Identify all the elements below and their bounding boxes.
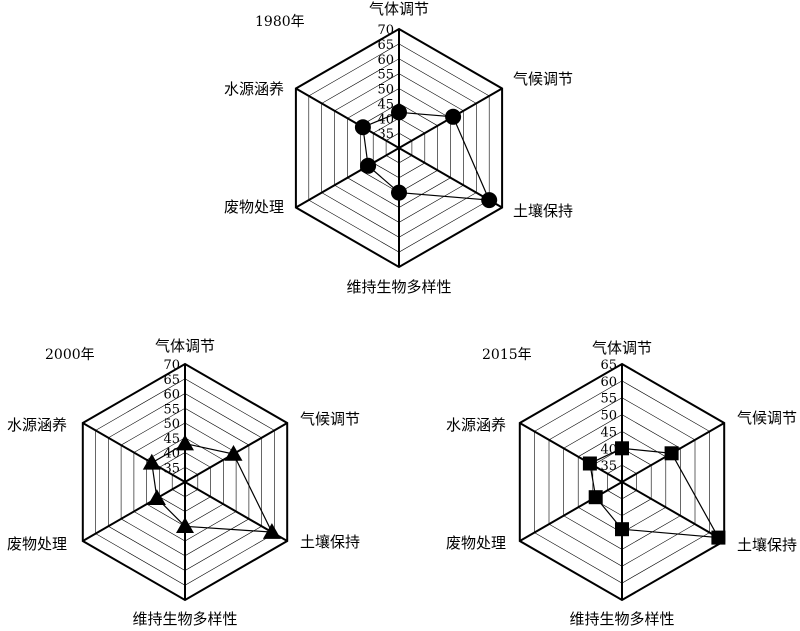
radar-spoke bbox=[295, 147, 400, 209]
axis-label-climate-regulation: 气候调节 bbox=[300, 410, 360, 428]
data-point-circle bbox=[445, 108, 462, 125]
data-point-triangle bbox=[224, 445, 243, 461]
axis-label-biodiversity: 维持生物多样性 bbox=[569, 610, 674, 628]
axis-label-water-conservation: 水源涵养 bbox=[7, 416, 67, 434]
radar-spoke bbox=[82, 481, 186, 542]
axis-label-soil-conservation: 土壤保持 bbox=[300, 533, 360, 551]
axis-label-biodiversity: 维持生物多样性 bbox=[346, 278, 451, 296]
radar-spoke bbox=[519, 422, 623, 483]
tick-label: 55 bbox=[377, 68, 394, 83]
axis-label-waste-treatment: 废物处理 bbox=[224, 198, 284, 216]
tick-label: 60 bbox=[600, 375, 617, 390]
tick-label: 35 bbox=[377, 127, 394, 142]
tick-label: 65 bbox=[377, 38, 394, 53]
tick-label: 45 bbox=[377, 97, 394, 112]
axis-label-waste-treatment: 废物处理 bbox=[7, 535, 67, 553]
data-point-square bbox=[615, 441, 629, 456]
chart-title-1980: 1980年 bbox=[255, 14, 305, 30]
data-point-triangle bbox=[262, 523, 281, 539]
data-point-circle bbox=[481, 192, 498, 209]
data-point-triangle bbox=[147, 489, 166, 505]
axis-label-gas-regulation: 气体调节 bbox=[369, 0, 429, 18]
axis-label-water-conservation: 水源涵养 bbox=[224, 80, 284, 98]
radar-spoke bbox=[82, 422, 186, 483]
axis-label-waste-treatment: 废物处理 bbox=[446, 534, 506, 552]
data-point-circle bbox=[360, 157, 377, 174]
tick-label: 70 bbox=[377, 23, 394, 38]
tick-label: 50 bbox=[600, 409, 617, 424]
tick-label: 50 bbox=[377, 83, 394, 98]
data-point-square bbox=[615, 522, 629, 537]
chart-title-2000: 2000年 bbox=[45, 347, 95, 363]
axis-label-soil-conservation: 土壤保持 bbox=[513, 202, 573, 220]
axis-label-climate-regulation: 气候调节 bbox=[737, 409, 797, 427]
axis-label-water-conservation: 水源涵养 bbox=[446, 416, 506, 434]
tick-label: 40 bbox=[600, 442, 617, 457]
data-point-circle bbox=[391, 184, 407, 201]
tick-label: 55 bbox=[163, 402, 180, 417]
tick-label: 55 bbox=[600, 392, 617, 407]
tick-label: 45 bbox=[600, 425, 617, 440]
tick-label: 45 bbox=[163, 432, 180, 447]
tick-label: 60 bbox=[163, 388, 180, 403]
tick-label: 35 bbox=[600, 459, 617, 474]
tick-label: 70 bbox=[163, 358, 180, 373]
radar-spoke bbox=[519, 481, 623, 542]
data-point-square bbox=[582, 456, 597, 471]
data-point-circle bbox=[354, 119, 371, 136]
data-point-triangle bbox=[142, 453, 161, 470]
tick-label: 40 bbox=[163, 447, 180, 462]
data-point-circle bbox=[391, 104, 407, 121]
tick-label: 65 bbox=[163, 373, 180, 388]
axis-label-gas-regulation: 气体调节 bbox=[155, 337, 215, 355]
data-point-square bbox=[664, 446, 679, 461]
axis-label-gas-regulation: 气体调节 bbox=[592, 339, 652, 357]
axis-label-soil-conservation: 土壤保持 bbox=[737, 536, 797, 554]
data-point-triangle bbox=[176, 517, 194, 533]
data-point-square bbox=[588, 490, 603, 505]
data-point-triangle bbox=[176, 434, 194, 451]
radar-spoke bbox=[621, 481, 725, 542]
axis-label-biodiversity: 维持生物多样性 bbox=[132, 610, 237, 628]
chart-title-2015: 2015年 bbox=[482, 347, 532, 363]
radar-spoke bbox=[295, 87, 400, 149]
tick-label: 60 bbox=[377, 53, 394, 68]
tick-label: 65 bbox=[600, 358, 617, 373]
axis-label-climate-regulation: 气候调节 bbox=[513, 70, 573, 88]
data-point-square bbox=[711, 530, 726, 545]
tick-label: 35 bbox=[163, 461, 180, 476]
tick-label: 50 bbox=[163, 417, 180, 432]
